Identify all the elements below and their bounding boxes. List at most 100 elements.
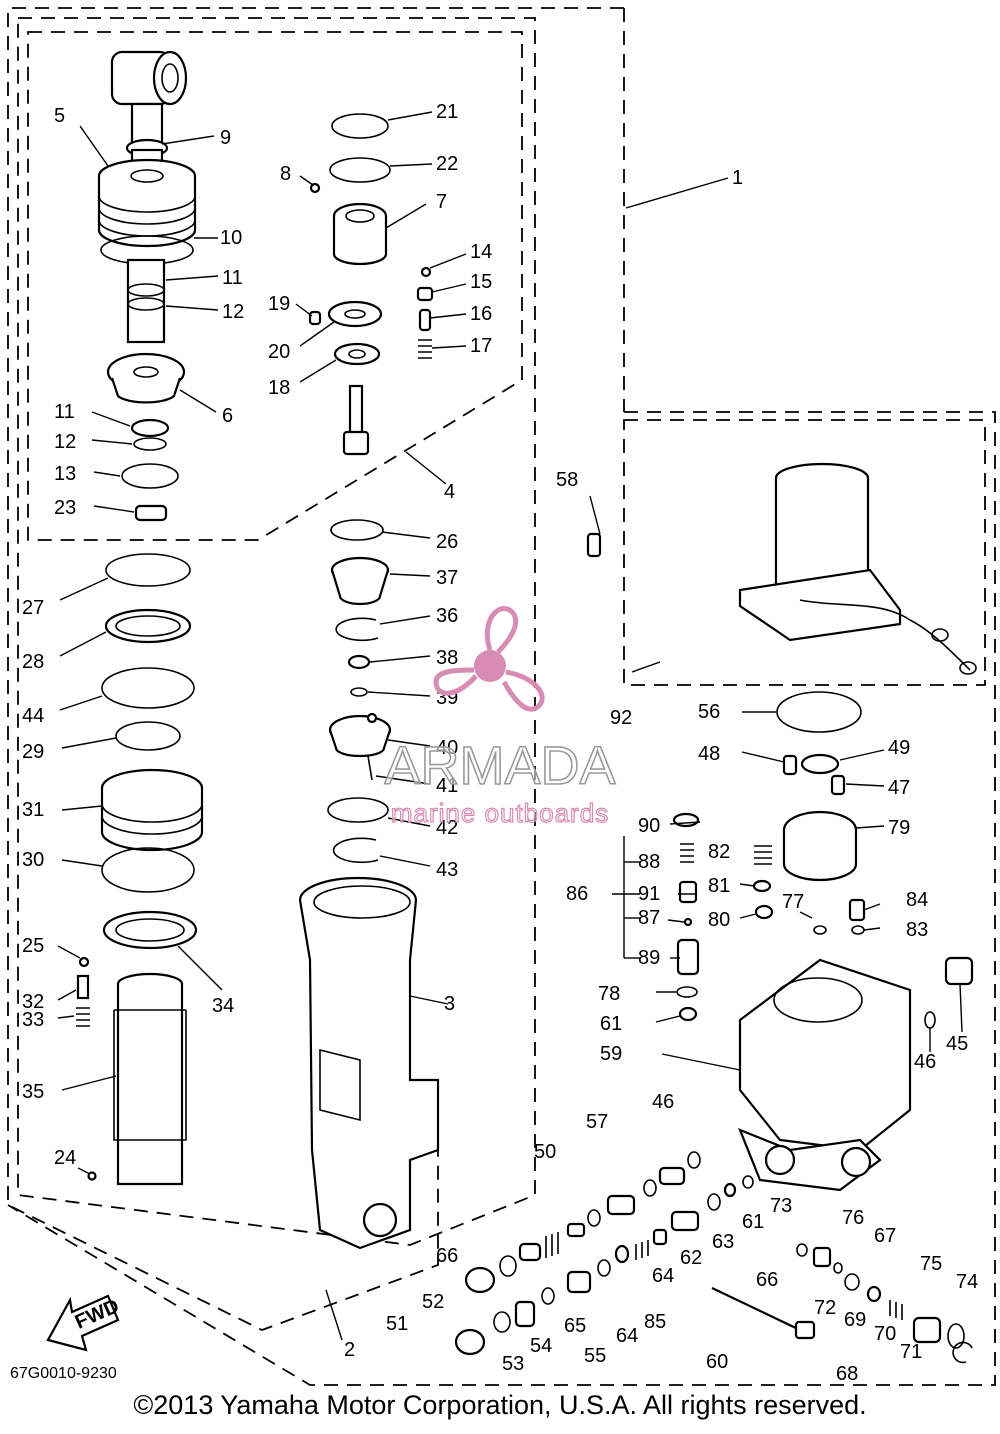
callout-47: 47 [888, 777, 910, 799]
callout-76: 76 [842, 1207, 864, 1229]
assembly-boundaries [7, 7, 996, 1386]
callout-61-upper: 61 [600, 1013, 622, 1035]
callout-62: 62 [680, 1247, 702, 1269]
callout-90: 90 [638, 815, 660, 837]
callout-53: 53 [502, 1353, 524, 1375]
callout-85: 85 [644, 1311, 666, 1333]
callout-31: 31 [22, 799, 44, 821]
callout-43: 43 [436, 859, 458, 881]
armada-watermark: ARMADA marine outboards [384, 606, 616, 829]
callout-38: 38 [436, 647, 458, 669]
callout-36: 36 [436, 605, 458, 627]
callout-12-upper: 12 [222, 301, 244, 323]
callout-54: 54 [530, 1335, 552, 1357]
callout-68: 68 [836, 1363, 858, 1385]
callout-64-right: 64 [652, 1265, 674, 1287]
callout-75: 75 [920, 1253, 942, 1275]
callout-52: 52 [422, 1291, 444, 1313]
callout-18: 18 [268, 377, 290, 399]
callout-89: 89 [638, 947, 660, 969]
callout-10: 10 [220, 227, 242, 249]
watermark-brand: ARMADA [384, 736, 615, 796]
copyright-notice: ©2013 Yamaha Motor Corporation, U.S.A. A… [133, 1390, 867, 1420]
callout-66-left: 66 [436, 1245, 458, 1267]
callout-59: 59 [600, 1043, 622, 1065]
callout-69: 69 [844, 1309, 866, 1331]
callout-87: 87 [638, 907, 660, 929]
valve-parts [454, 1151, 973, 1364]
callout-3: 3 [444, 993, 455, 1015]
callout-66-right: 66 [756, 1269, 778, 1291]
callout-2: 2 [344, 1339, 355, 1361]
callout-15: 15 [470, 271, 492, 293]
callout-24: 24 [54, 1147, 76, 1169]
callout-28: 28 [22, 651, 44, 673]
callout-40: 40 [436, 737, 458, 759]
callout-13: 13 [54, 463, 76, 485]
callout-82: 82 [708, 841, 730, 863]
callout-32: 32 [22, 991, 44, 1013]
callout-labels: 1 2 3 4 5 6 7 8 9 10 11 11 12 12 13 14 1… [22, 101, 978, 1385]
callout-55: 55 [584, 1345, 606, 1367]
callout-6: 6 [222, 405, 233, 427]
fwd-arrow: FWD [46, 1294, 122, 1352]
callout-48: 48 [698, 743, 720, 765]
callout-83: 83 [906, 919, 928, 941]
callout-1: 1 [732, 167, 743, 189]
callout-92: 92 [610, 707, 632, 729]
callout-70: 70 [874, 1323, 896, 1345]
callout-12-lower: 12 [54, 431, 76, 453]
callout-22: 22 [436, 153, 458, 175]
callout-16: 16 [470, 303, 492, 325]
callout-14: 14 [470, 241, 492, 263]
motor-parts [586, 462, 977, 675]
callout-37: 37 [436, 567, 458, 589]
callout-11-upper: 11 [222, 267, 243, 289]
propeller-logo-icon [433, 606, 545, 712]
callout-58: 58 [556, 469, 578, 491]
callout-21: 21 [436, 101, 458, 123]
diagram-code: 67G0010-9230 [10, 1365, 117, 1382]
callout-73: 73 [770, 1195, 792, 1217]
callout-25: 25 [22, 935, 44, 957]
callout-5: 5 [54, 105, 65, 127]
tilt-cylinder-parts [76, 50, 204, 1186]
callout-20: 20 [268, 341, 290, 363]
callout-29: 29 [22, 741, 44, 763]
callout-23: 23 [54, 497, 76, 519]
callout-88: 88 [638, 851, 660, 873]
callout-27: 27 [22, 597, 44, 619]
callout-57: 57 [586, 1111, 608, 1133]
callout-19: 19 [268, 293, 290, 315]
callout-34: 34 [212, 995, 234, 1017]
callout-11-lower: 11 [54, 401, 75, 423]
callout-17: 17 [470, 335, 492, 357]
callout-65: 65 [564, 1315, 586, 1337]
trim-cylinder-parts [298, 113, 440, 1250]
callout-9: 9 [220, 127, 231, 149]
callout-51: 51 [386, 1313, 408, 1335]
callout-50: 50 [534, 1141, 556, 1163]
callout-60: 60 [706, 1351, 728, 1373]
callout-61-lower: 61 [742, 1211, 764, 1233]
callout-78: 78 [598, 983, 620, 1005]
callout-56: 56 [698, 701, 720, 723]
callout-42: 42 [436, 817, 458, 839]
callout-74: 74 [956, 1271, 978, 1293]
watermark-tagline: marine outboards [391, 798, 609, 828]
callout-64-left: 64 [616, 1325, 638, 1347]
callout-35: 35 [22, 1081, 44, 1103]
callout-80: 80 [708, 909, 730, 931]
callout-79: 79 [888, 817, 910, 839]
callout-26: 26 [436, 531, 458, 553]
callout-86: 86 [566, 883, 588, 905]
callout-8: 8 [280, 163, 291, 185]
pump-parts [672, 691, 974, 1192]
callout-77: 77 [782, 891, 804, 913]
callout-49: 49 [888, 737, 910, 759]
callout-63: 63 [712, 1231, 734, 1253]
callout-46-center: 46 [652, 1091, 674, 1113]
callout-67: 67 [874, 1225, 896, 1247]
callout-84: 84 [906, 889, 928, 911]
